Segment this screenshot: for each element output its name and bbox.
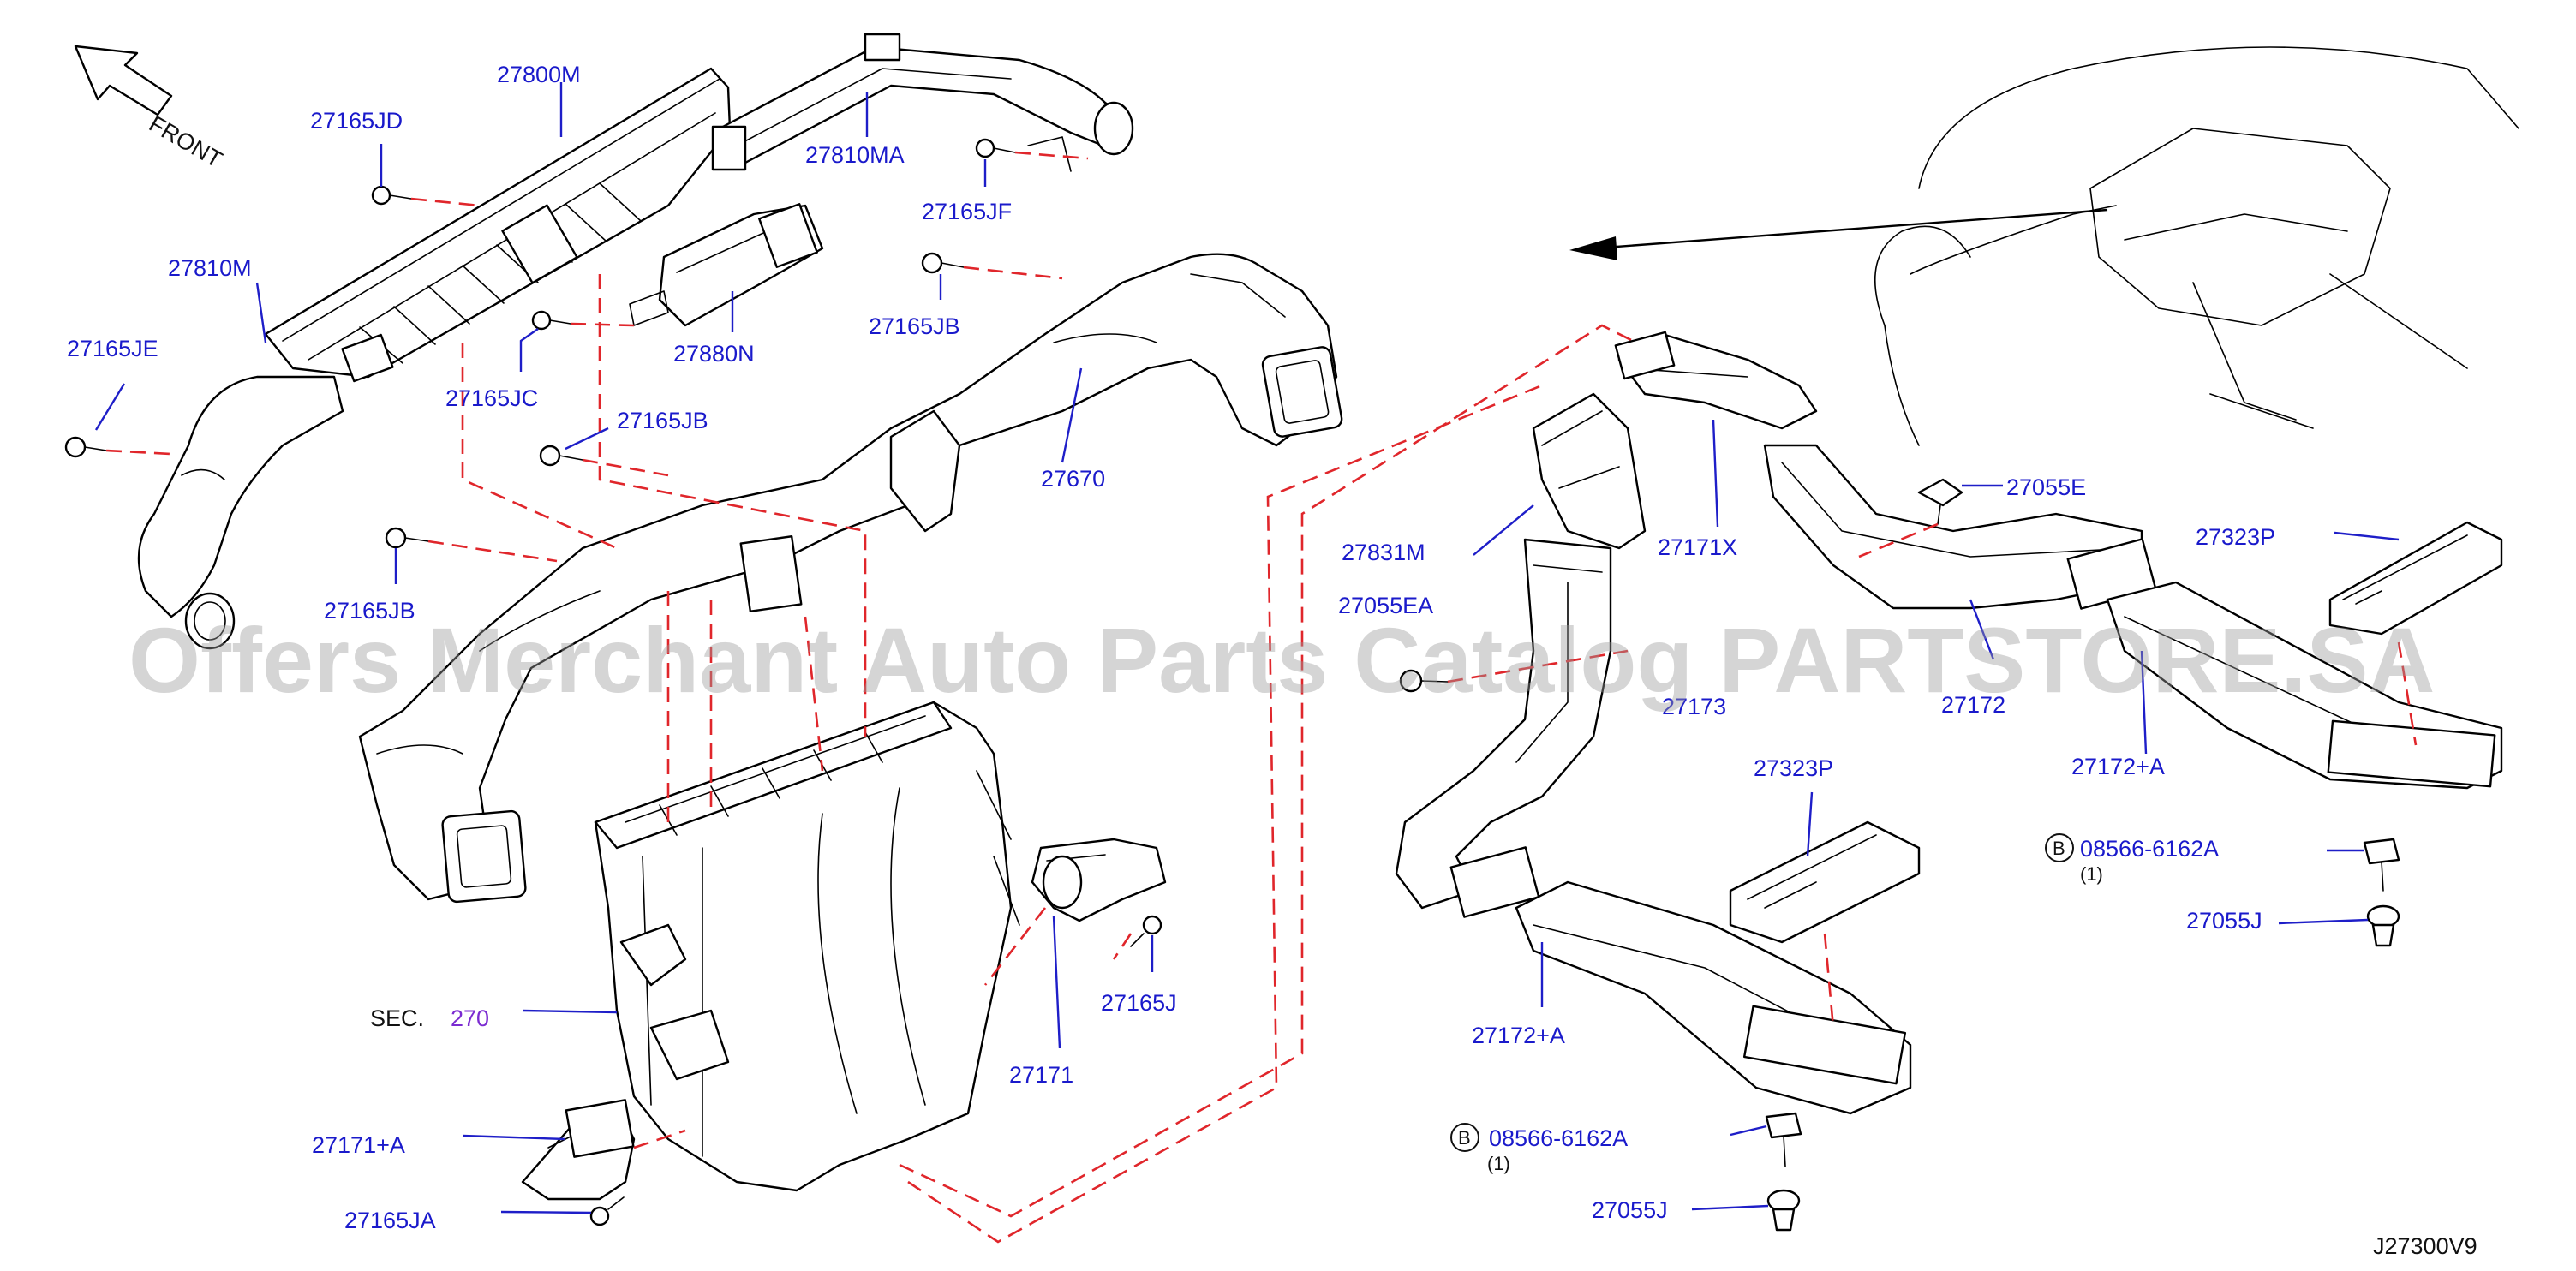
label-27165J: 27165J	[1101, 990, 1177, 1016]
label-27165JA: 27165JA	[344, 1208, 436, 1233]
qty-b: (1)	[1487, 1153, 1510, 1174]
label-27323P-b: 27323P	[1754, 755, 1833, 781]
clip-27165JE-icon	[64, 436, 107, 458]
label-27165JD: 27165JD	[310, 108, 403, 134]
grille-27323P-right	[2328, 521, 2503, 636]
clip-27165JB-a-icon	[921, 252, 965, 274]
section-prefix: SEC.	[370, 1005, 424, 1031]
location-arrow-icon	[1569, 208, 2108, 260]
bolt-badge-b: B	[1450, 1123, 1479, 1152]
diagram-code: J27300V9	[2373, 1233, 2477, 1259]
floor-duct-27172	[1763, 444, 2157, 610]
label-27171: 27171	[1009, 1062, 1073, 1088]
label-27055EA: 27055EA	[1338, 593, 1433, 618]
section-number-link[interactable]: 270	[451, 1005, 489, 1031]
label-27172-plus-a-a: 27172+A	[2071, 754, 2165, 779]
label-27670: 27670	[1041, 466, 1105, 492]
label-27831M: 27831M	[1342, 540, 1425, 565]
side-duct-right-27810MA	[711, 33, 1134, 171]
rear-duct-27171X	[1614, 331, 1818, 430]
vent-connector-27880N	[629, 203, 824, 327]
clip-27165JB-c-icon	[385, 527, 429, 549]
heater-unit-sec-270	[594, 701, 1020, 1192]
front-arrow-icon	[74, 45, 173, 116]
rear-duct-27173	[1395, 538, 1612, 918]
label-27055E: 27055E	[2006, 474, 2086, 500]
qty-a: (1)	[2080, 863, 2103, 885]
svg-text:B: B	[2053, 838, 2065, 859]
label-27165JB-c: 27165JB	[324, 598, 415, 624]
label-27165JF: 27165JF	[922, 199, 1012, 224]
clip-27165JC-icon	[531, 310, 571, 331]
label-27165JB-b: 27165JB	[617, 408, 708, 433]
label-27172-plus-a-b: 27172+A	[1472, 1023, 1565, 1048]
clip-27055J-a-icon	[2366, 904, 2400, 947]
foot-duct-27171A	[521, 1099, 636, 1201]
label-27055J-b: 27055J	[1592, 1197, 1668, 1223]
floor-duct-27172A-right	[2106, 581, 2503, 790]
clip-27165JF-icon	[975, 138, 1016, 158]
leader-lines	[94, 82, 2400, 1214]
clip-27165JD-icon	[371, 185, 412, 206]
label-08566-6162A-b: 08566-6162A	[1489, 1125, 1628, 1151]
screw-27165JA-icon	[589, 1196, 625, 1226]
label-27171X: 27171X	[1658, 534, 1737, 560]
clip-27165JB-b-icon	[539, 445, 583, 467]
side-duct-left-27810M	[137, 333, 394, 650]
label-27810MA: 27810MA	[805, 142, 905, 168]
assembly-lines-left	[105, 151, 1671, 1244]
vehicle-dashboard-inset	[1874, 46, 2519, 446]
clip-27055J-b-icon	[1766, 1189, 1801, 1232]
label-27165JB-a: 27165JB	[869, 313, 960, 339]
defroster-nozzle-27800M	[264, 67, 732, 379]
label-08566-6162A-a: 08566-6162A	[2080, 836, 2219, 862]
bolt-08566-a-icon	[2363, 838, 2400, 892]
watermark: Offers Merchant Auto Parts Catalog PARTS…	[129, 608, 2435, 712]
assembly-lines-right	[1447, 522, 2418, 1029]
center-duct-27670	[358, 136, 1343, 904]
label-27880N: 27880N	[673, 341, 755, 367]
foot-duct-27171	[1031, 838, 1167, 922]
label-27172: 27172	[1941, 692, 2005, 718]
screw-27165J-icon	[1130, 915, 1162, 947]
clip-27055E-icon	[1917, 478, 1963, 525]
front-label: FRONT	[145, 110, 227, 172]
label-27810M: 27810M	[168, 255, 252, 281]
grille-27323P-left	[1729, 820, 1921, 944]
label-27165JC: 27165JC	[445, 385, 538, 411]
floor-duct-27172A-left	[1515, 880, 1912, 1115]
rear-duct-27831M	[1532, 392, 1647, 550]
label-27800M: 27800M	[497, 62, 581, 87]
label-27055J-a: 27055J	[2186, 908, 2262, 934]
bolt-badge-a: B	[2045, 833, 2074, 862]
svg-text:B: B	[1458, 1127, 1471, 1149]
label-27165JE: 27165JE	[67, 336, 158, 361]
bolt-08566-b-icon	[1765, 1112, 1802, 1167]
label-27323P-a: 27323P	[2196, 524, 2275, 550]
label-27171-plus-a: 27171+A	[312, 1132, 405, 1158]
label-27173: 27173	[1662, 694, 1726, 719]
clip-27055EA-icon	[1399, 669, 1449, 693]
